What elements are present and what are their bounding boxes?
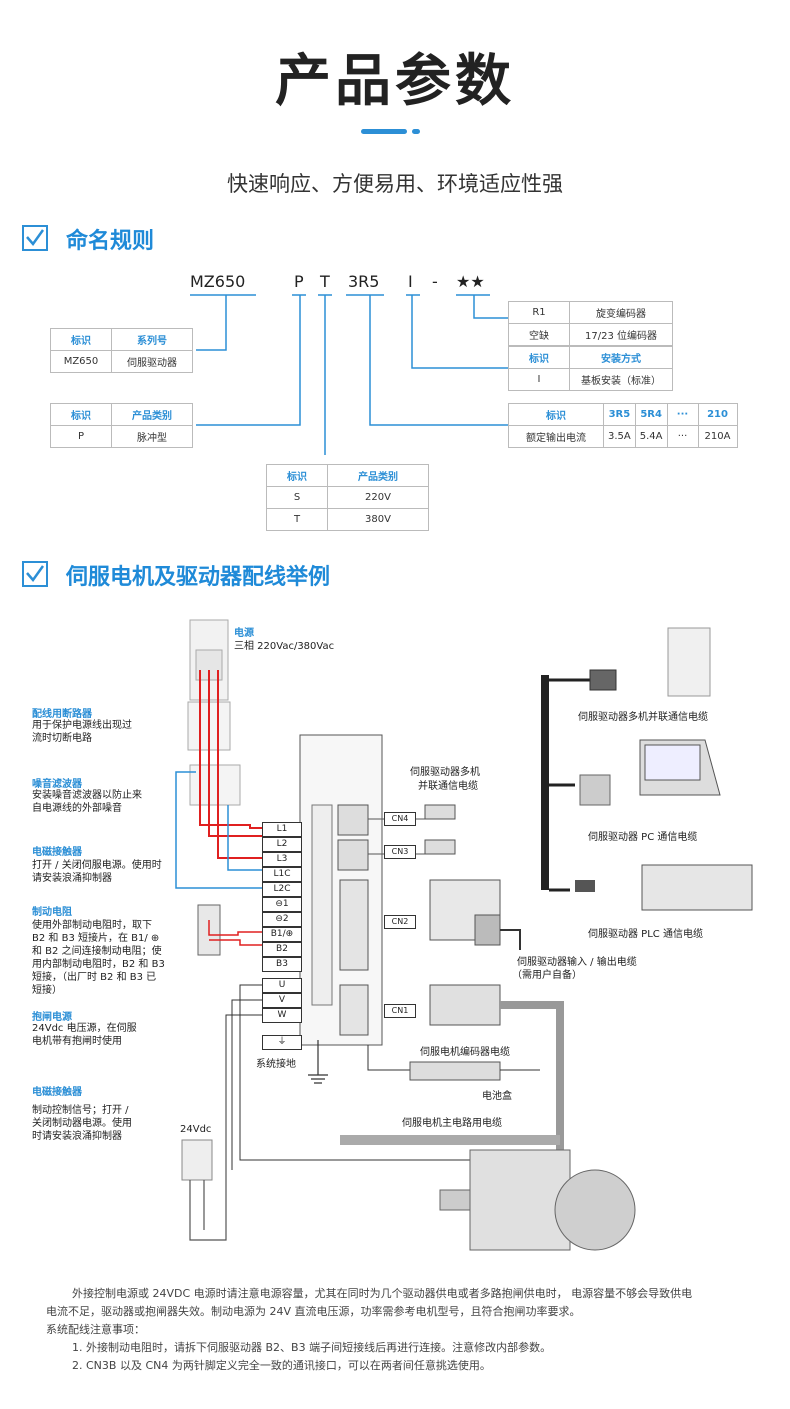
section-title-naming: 命名规则 <box>66 229 155 254</box>
io-cable-label-2: （需用户自备） <box>512 970 582 981</box>
power-desc: 三相 220Vac/380Vac <box>234 641 335 652</box>
pc-cable-label: 伺服驱动器 PC 通信电缆 <box>588 832 698 843</box>
brake-power-title: 抱闸电源 <box>32 1012 72 1023</box>
encoder-cable-label: 伺服电机编码器电缆 <box>420 1047 510 1058</box>
brake-power-desc-1: 24Vdc 电压源，在伺服 <box>32 1023 137 1034</box>
terminal-B2: B2 <box>262 942 302 957</box>
brake-resistor-desc-6: 短接） <box>32 985 62 996</box>
brake-contactor-desc-1: 制动控制信号；打开 / <box>32 1105 129 1116</box>
multi-cable-label-1: 伺服驱动器多机 <box>410 767 480 778</box>
brake-resistor-title: 制动电阻 <box>32 907 72 918</box>
title-underline-dot <box>412 129 420 134</box>
brake-resistor-desc-1: 使用外部制动电阻时，取下 <box>32 920 152 931</box>
ground-terminal-icon: ⏚ <box>262 1035 302 1050</box>
code-voltage: T <box>320 272 330 291</box>
terminal-L2: L2 <box>262 837 302 852</box>
section-title-wiring: 伺服电机及驱动器配线举例 <box>66 565 331 590</box>
filter-desc-2: 自电源线的外部噪音 <box>32 803 122 814</box>
brake-contactor-desc-2: 关闭制动器电源。使用 <box>32 1118 132 1129</box>
contactor-desc-2: 请安装浪涌抑制器 <box>32 873 112 884</box>
code-encoder: ★★ <box>456 272 485 291</box>
terminal-minus2: ⊖2 <box>262 912 302 927</box>
terminal-minus1: ⊖1 <box>262 897 302 912</box>
brake-resistor-desc-4: 用内部制动电阻时，B2 和 B3 <box>32 959 165 970</box>
terminal-L1C: L1C <box>262 867 302 882</box>
code-dash: - <box>432 272 438 291</box>
v24-label: 24Vdc <box>180 1124 212 1135</box>
breaker-desc-2: 流时切断电路 <box>32 733 92 744</box>
power-title: 电源 <box>234 628 254 639</box>
note-para-1: 外接控制电源或 24VDC 电源时请注意电源容量，尤其在同时为几个驱动器供电或者… <box>72 1287 693 1300</box>
connector-CN2: CN2 <box>384 915 416 929</box>
code-current: 3R5 <box>348 272 380 291</box>
code-series: MZ650 <box>190 272 246 291</box>
brake-resistor-desc-5: 短接，（出厂时 B2 和 B3 已 <box>32 972 157 983</box>
parallel-cable-label: 伺服驱动器多机并联通信电缆 <box>578 712 708 723</box>
main-cable-label: 伺服电机主电路用电缆 <box>402 1118 502 1129</box>
brake-power-desc-2: 电机带有抱闸时使用 <box>32 1036 122 1047</box>
filter-desc-1: 安装噪音滤波器以防止来 <box>32 790 142 801</box>
note-item-2: 2. CN3B 以及 CN4 为两针脚定义完全一致的通讯接口，可以在两者间任意挑… <box>72 1359 491 1372</box>
note-heading: 系统配线注意事项： <box>46 1323 145 1336</box>
connector-CN3: CN3 <box>384 845 416 859</box>
terminal-W: W <box>262 1008 302 1023</box>
terminal-V: V <box>262 993 302 1008</box>
page-subtitle: 快速响应、方便易用、环境适应性强 <box>227 172 563 196</box>
multi-cable-label-2: 并联通信电缆 <box>418 781 478 792</box>
section-icon <box>22 225 48 251</box>
breaker-desc-1: 用于保护电源线出现过 <box>32 720 132 731</box>
terminal-B1: B1/⊕ <box>262 927 302 942</box>
terminal-B3: B3 <box>262 957 302 972</box>
io-cable-label-1: 伺服驱动器输入 / 输出电缆 <box>517 957 637 968</box>
note-para-2: 电流不足，驱动器或抱闸器失效。制动电源为 24V 直流电压源，功率需参考电机型号… <box>46 1305 581 1318</box>
plc-cable-label: 伺服驱动器 PLC 通信电缆 <box>588 929 703 940</box>
breaker-title: 配线用断路器 <box>32 709 92 720</box>
battery-label: 电池盒 <box>482 1091 512 1102</box>
terminal-U: U <box>262 978 302 993</box>
brake-resistor-desc-2: B2 和 B3 短接片，在 B1/ ⊕ <box>32 933 160 944</box>
filter-title: 噪音滤波器 <box>32 779 82 790</box>
brake-contactor-desc-3: 时请安装浪涌抑制器 <box>32 1131 122 1142</box>
terminal-L3: L3 <box>262 852 302 867</box>
title-underline <box>361 129 407 134</box>
brake-resistor-desc-3: 和 B2 之间连接制动电阻；使 <box>32 946 162 957</box>
brake-contactor-title: 电磁接触器 <box>32 1087 82 1098</box>
code-type: P <box>294 272 304 291</box>
terminal-L2C: L2C <box>262 882 302 897</box>
contactor-desc-1: 打开 / 关闭伺服电源。使用时 <box>32 860 162 871</box>
naming-connectors <box>190 294 508 455</box>
contactor-title: 电磁接触器 <box>32 847 82 858</box>
connector-CN4: CN4 <box>384 812 416 826</box>
section-icon <box>22 561 48 587</box>
system-ground-label: 系统接地 <box>256 1059 296 1070</box>
note-item-1: 1. 外接制动电阻时，请拆下伺服驱动器 B2、B3 端子间短接线后再进行连接。注… <box>72 1341 552 1354</box>
code-mount: I <box>408 272 413 291</box>
terminal-L1: L1 <box>262 822 302 837</box>
page-title: 产品参数 <box>275 49 515 114</box>
wiring-diagram <box>175 619 753 1251</box>
connector-CN1: CN1 <box>384 1004 416 1018</box>
